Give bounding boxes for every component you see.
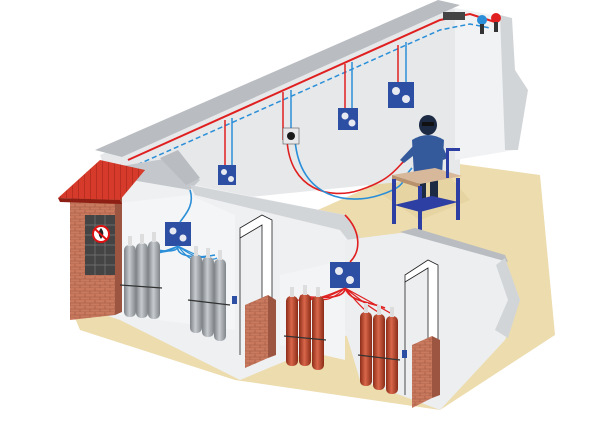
feed-to-inert-manifold [179, 189, 193, 223]
back-wall-top [95, 0, 460, 157]
shed-side [115, 190, 122, 315]
manifold-panel-icon [388, 82, 414, 108]
workbench [392, 148, 462, 236]
right-partition-edge [495, 258, 520, 338]
inert-cylinders-group-2 [190, 246, 226, 341]
brick-pillar-2 [412, 336, 440, 408]
partition-cap [160, 150, 200, 185]
wall-brackets [232, 296, 407, 358]
fuel-cylinders-group-1 [286, 285, 324, 370]
manifold-panel-icon [330, 262, 360, 288]
inert-cylinders-group-1 [124, 232, 160, 319]
partition-notch [190, 185, 362, 248]
cylinder-chain [119, 284, 401, 361]
end-wall [455, 8, 515, 160]
main-regulators [443, 12, 501, 34]
end-wall-edge [500, 15, 528, 150]
fuel-cylinders-group-2 [360, 303, 398, 394]
manifold-panel-icon [165, 222, 191, 246]
manifold-panel-icon [282, 127, 300, 145]
manifold-panel-icon [338, 108, 358, 130]
no-open-flame-icon [92, 225, 110, 243]
shed-roof-edge [58, 198, 122, 204]
right-partition-top [400, 228, 508, 262]
shed-roof [58, 160, 145, 200]
feed-to-fuel-manifold [344, 214, 359, 263]
back-wall [100, 5, 460, 210]
brick-pillar-1 [245, 295, 276, 368]
fuel-hose [286, 139, 406, 195]
manifold-panel-icon [218, 165, 236, 185]
